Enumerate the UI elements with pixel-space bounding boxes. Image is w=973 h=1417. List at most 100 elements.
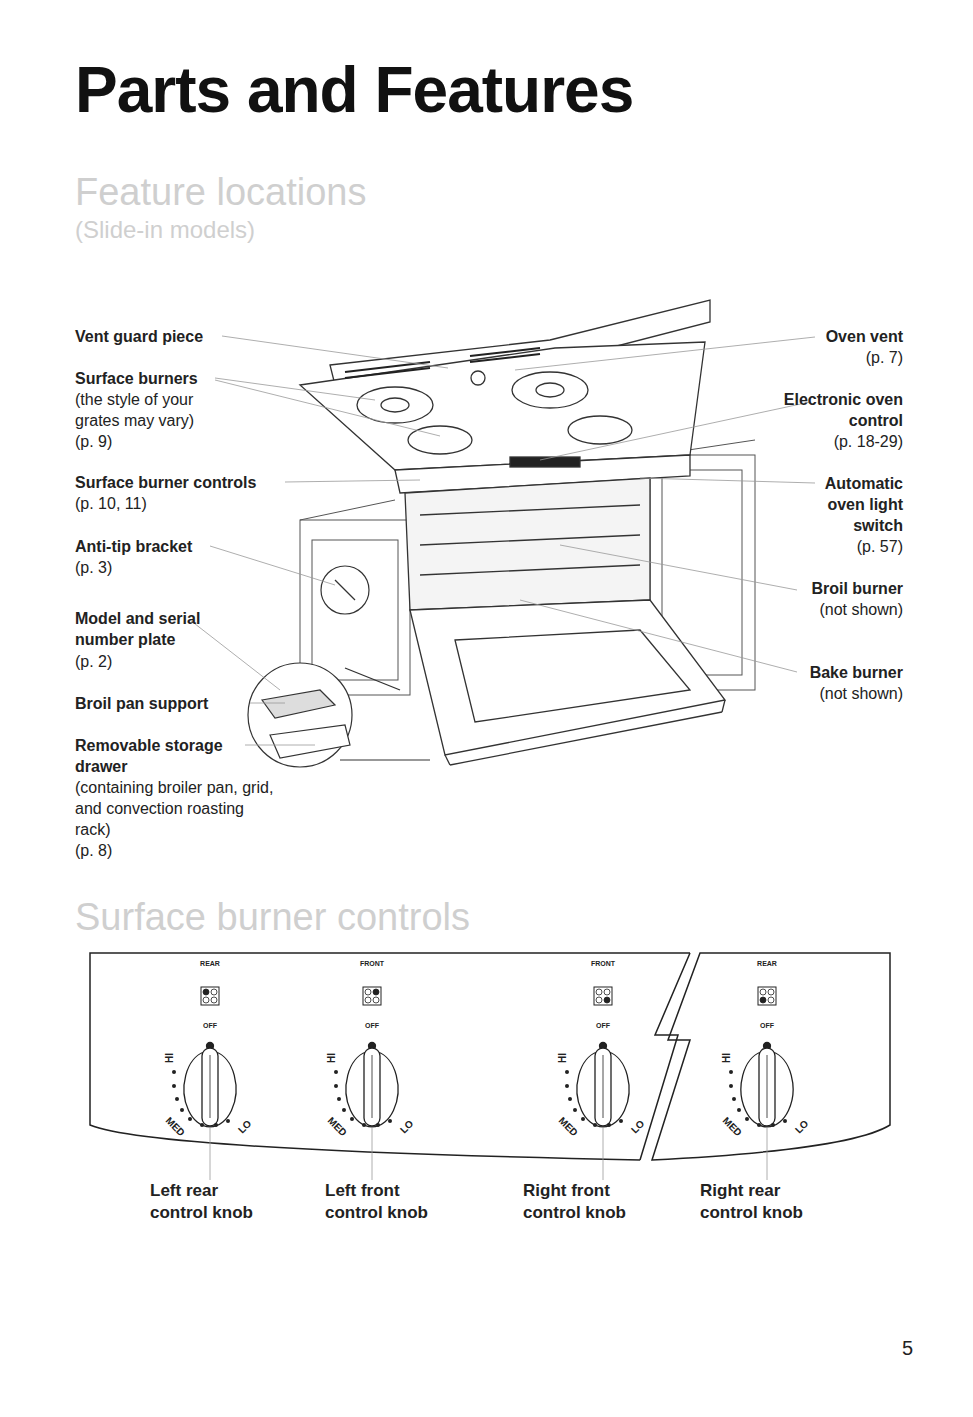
part-name: Oven vent	[703, 327, 903, 348]
range-body	[420, 505, 640, 515]
leader-lines	[245, 745, 315, 746]
dial-marking: OFF	[747, 1022, 787, 1029]
setting-dot	[337, 1097, 341, 1101]
knob-body	[741, 1052, 793, 1127]
range-body	[420, 565, 640, 575]
knob-panel	[640, 953, 690, 1160]
range-body	[450, 712, 722, 765]
page-reference: (the style of your grates may vary)	[75, 390, 225, 432]
dial-marking: MED	[323, 1113, 351, 1141]
leader-lines	[190, 620, 280, 690]
range-body	[510, 457, 580, 467]
page-reference: (p. 8)	[75, 841, 175, 862]
cabinets	[312, 540, 398, 680]
leader-lines	[210, 546, 335, 585]
detail-circles	[321, 566, 369, 614]
vent-slots	[345, 348, 540, 378]
setting-dot	[745, 1117, 749, 1121]
detail-circles	[270, 725, 350, 758]
setting-dot	[214, 1123, 218, 1127]
part-name: Broil pan support	[75, 694, 275, 715]
burner-icon-dot	[760, 997, 766, 1003]
knob-indicator	[767, 1055, 768, 1118]
knob-label: Left rear control knob	[150, 1180, 280, 1224]
knob-panel	[652, 953, 890, 1160]
detail-circles	[248, 566, 430, 767]
detail-circles	[248, 663, 352, 767]
setting-dot	[172, 1070, 176, 1074]
setting-dot	[334, 1084, 338, 1088]
leader-line	[767, 1128, 768, 1180]
burner-icon-dot	[365, 997, 371, 1003]
setting-dot	[593, 1123, 597, 1127]
dial-marking: REAR	[747, 960, 787, 967]
vent-slots	[470, 348, 540, 356]
knob-indicator	[603, 1055, 604, 1118]
leader-lines	[540, 402, 810, 460]
burner-icon-dot	[596, 989, 602, 995]
knob-label: Right front control knob	[523, 1180, 653, 1224]
burner-icon-dot	[768, 997, 774, 1003]
leader-line	[603, 1128, 604, 1180]
knob-label: Left front control knob	[325, 1180, 455, 1224]
leader-lines	[520, 600, 797, 672]
part-name: Removable storage drawer	[75, 736, 245, 778]
setting-dot	[334, 1070, 338, 1074]
dial-marking: HI	[722, 1043, 732, 1073]
part-name: Anti-tip bracket	[75, 537, 275, 558]
leader-lines	[215, 380, 440, 436]
setting-dot	[732, 1097, 736, 1101]
dial-marking: HI	[327, 1043, 337, 1073]
dial-marking: MED	[554, 1113, 582, 1141]
knob-grip	[759, 1048, 775, 1126]
part-name: Automatic oven light switch	[798, 474, 903, 536]
range-body	[300, 300, 725, 765]
burner-icon-dot	[211, 997, 217, 1003]
page-reference: (not shown)	[703, 684, 903, 705]
detail-circles	[262, 690, 335, 718]
range-body	[300, 342, 705, 470]
knob-indicator	[210, 1055, 211, 1118]
dial-marking: OFF	[583, 1022, 623, 1029]
surface-burners	[568, 416, 632, 444]
detail-circles	[340, 759, 430, 760]
knob-grip	[595, 1048, 611, 1126]
page-reference: (p. 3)	[75, 558, 175, 579]
page-reference: (p. 9)	[75, 432, 175, 453]
surface-burners	[381, 398, 409, 412]
part-name: Bake burner	[703, 663, 903, 684]
setting-dot	[350, 1117, 354, 1121]
page-reference: (p. 7)	[703, 348, 903, 369]
leader-lines	[515, 337, 815, 370]
setting-dot	[737, 1108, 741, 1112]
setting-dot	[783, 1119, 787, 1123]
dial-marking: LO	[788, 1113, 816, 1141]
page-reference: (p. 2)	[75, 652, 175, 673]
setting-dot	[581, 1117, 585, 1121]
part-name: Electronic oven control	[753, 390, 903, 432]
knob-indicator	[372, 1055, 373, 1118]
setting-dot	[573, 1108, 577, 1112]
page-reference: (p. 10, 11)	[75, 494, 225, 515]
dial-marking: LO	[393, 1113, 421, 1141]
leader-lines	[560, 545, 797, 590]
cabinets	[300, 500, 395, 520]
leader-lines	[215, 378, 375, 400]
burner-icon-dot	[211, 989, 217, 995]
surface-burners	[536, 383, 564, 397]
setting-dot	[188, 1117, 192, 1121]
dial-marking: MED	[161, 1113, 189, 1141]
knob-body	[346, 1052, 398, 1127]
part-name: Surface burners	[75, 369, 275, 390]
burner-icon-dot	[203, 989, 209, 995]
setting-dot	[388, 1119, 392, 1123]
leader-line	[210, 1128, 211, 1180]
setting-dot	[619, 1119, 623, 1123]
burner-icon-dot	[604, 997, 610, 1003]
dial-marking: HI	[165, 1043, 175, 1073]
dial-marking: OFF	[352, 1022, 392, 1029]
dial-marking: REAR	[190, 960, 230, 967]
detail-circles	[335, 580, 355, 600]
burner-icon	[594, 987, 612, 1005]
